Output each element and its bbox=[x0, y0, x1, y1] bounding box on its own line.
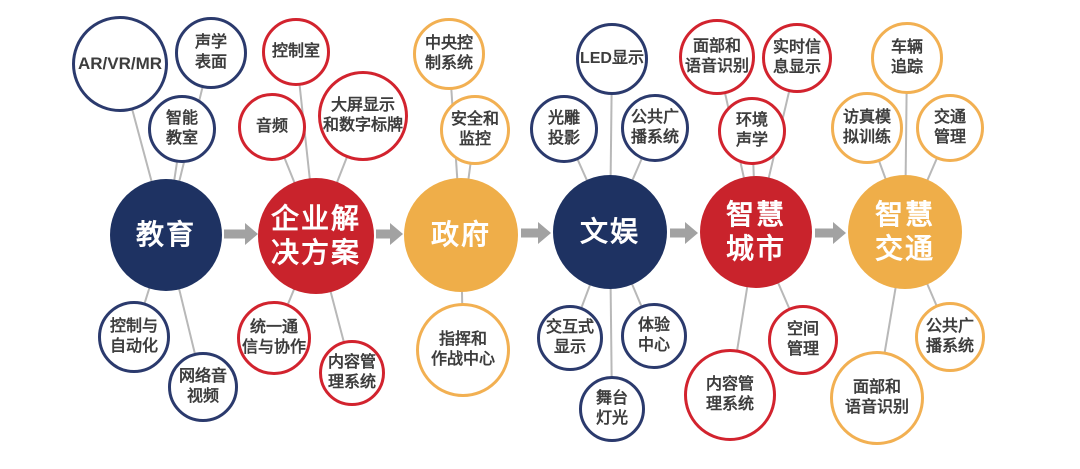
hub-label: 智慧 城市 bbox=[725, 198, 786, 264]
satellite-label: 交互式 显示 bbox=[545, 319, 594, 356]
satellite-networked-av: 网络音 视频 bbox=[168, 352, 238, 422]
satellite-label: 公共广 播系统 bbox=[630, 109, 679, 146]
hub-label: 政府 bbox=[430, 218, 491, 250]
satellite-led-display: LED显示 bbox=[576, 23, 648, 95]
satellite-label: 公共广 播系统 bbox=[925, 318, 974, 355]
satellite-label: 交通 管理 bbox=[933, 109, 966, 146]
hub-education: 教育 bbox=[110, 179, 222, 291]
hub-smart-transportation: 智慧 交通 bbox=[848, 175, 962, 289]
satellite-label: 面部和 语音识别 bbox=[844, 379, 909, 416]
satellite-label: 访真模 拟训练 bbox=[842, 109, 891, 146]
satellite-label: 舞台 灯光 bbox=[595, 390, 628, 427]
satellite-label: 光雕 投影 bbox=[547, 110, 580, 147]
satellite-space-management: 空间 管理 bbox=[768, 305, 838, 375]
satellite-label: 控制室 bbox=[271, 43, 320, 61]
satellite-projection-mapping: 光雕 投影 bbox=[530, 95, 598, 163]
satellite-label: 车辆 追踪 bbox=[890, 39, 923, 76]
flow-arrow bbox=[815, 222, 846, 244]
satellite-label: 声学 表面 bbox=[194, 34, 227, 71]
satellite-experience-center: 体验 中心 bbox=[621, 303, 687, 369]
hub-government: 政府 bbox=[404, 178, 518, 292]
satellite-label: 体验 中心 bbox=[637, 317, 670, 354]
satellite-public-address-2: 公共广 播系统 bbox=[915, 302, 985, 372]
satellite-label: 内容管 理系统 bbox=[705, 376, 754, 413]
satellite-large-display-signage: 大屏显示 和数字标牌 bbox=[318, 71, 408, 161]
flow-arrow bbox=[670, 222, 698, 244]
hub-entertainment: 文娱 bbox=[553, 175, 667, 289]
satellite-environmental-acoustics: 环境 声学 bbox=[718, 97, 786, 165]
satellite-realtime-info-display: 实时信 息显示 bbox=[762, 23, 832, 93]
satellite-label: 安全和 监控 bbox=[450, 111, 499, 148]
satellite-label: 空间 管理 bbox=[786, 321, 819, 358]
satellite-label: 智能 教室 bbox=[165, 110, 198, 147]
satellite-label: 网络音 视频 bbox=[178, 368, 227, 405]
satellite-label: 内容管 理系统 bbox=[327, 354, 376, 391]
satellite-face-voice-recognition: 面部和 语音识别 bbox=[679, 19, 755, 95]
satellite-central-control: 中央控 制系统 bbox=[413, 18, 485, 90]
flow-arrow bbox=[376, 223, 403, 245]
satellite-label: AR/VR/MR bbox=[77, 53, 163, 73]
satellite-label: 统一通 信与协作 bbox=[241, 319, 306, 356]
hub-label: 文娱 bbox=[579, 215, 640, 247]
hub-label: 企业解 决方案 bbox=[270, 202, 361, 268]
satellite-vehicle-tracking: 车辆 追踪 bbox=[871, 22, 943, 94]
satellite-control-automation: 控制与 自动化 bbox=[98, 301, 170, 373]
hub-label: 教育 bbox=[135, 218, 196, 250]
flow-arrow bbox=[224, 223, 258, 245]
satellite-content-management-2: 内容管 理系统 bbox=[684, 349, 776, 441]
satellite-label: 实时信 息显示 bbox=[772, 39, 821, 76]
satellite-label: 中央控 制系统 bbox=[424, 35, 473, 72]
satellite-label: 面部和 语音识别 bbox=[684, 38, 749, 75]
satellite-command-center: 指挥和 作战中心 bbox=[416, 303, 510, 397]
satellite-label: 指挥和 作战中心 bbox=[430, 331, 495, 368]
flow-arrows bbox=[224, 222, 846, 245]
satellite-audio: 音频 bbox=[238, 93, 306, 161]
satellite-simulation-training: 访真模 拟训练 bbox=[831, 92, 903, 164]
hub-smart-city: 智慧 城市 bbox=[700, 176, 812, 288]
satellite-interactive-display: 交互式 显示 bbox=[537, 305, 603, 371]
satellite-control-room: 控制室 bbox=[262, 18, 330, 86]
satellite-label: 音频 bbox=[255, 118, 288, 136]
satellite-smart-classroom: 智能 教室 bbox=[148, 95, 216, 163]
satellite-label: LED显示 bbox=[579, 50, 644, 68]
hub-enterprise-solutions: 企业解 决方案 bbox=[258, 178, 374, 294]
satellite-label: 大屏显示 和数字标牌 bbox=[322, 97, 403, 134]
hub-label: 智慧 交通 bbox=[874, 198, 935, 264]
satellite-unified-communication: 统一通 信与协作 bbox=[237, 301, 311, 375]
satellite-traffic-management: 交通 管理 bbox=[916, 94, 984, 162]
satellite-acoustic-surface: 声学 表面 bbox=[175, 17, 247, 89]
satellite-stage-lighting: 舞台 灯光 bbox=[579, 376, 645, 442]
flow-arrow bbox=[521, 222, 551, 244]
satellite-public-address: 公共广 播系统 bbox=[621, 94, 689, 162]
satellite-label: 控制与 自动化 bbox=[109, 318, 158, 355]
satellite-ar-vr-mr: AR/VR/MR bbox=[72, 16, 168, 112]
satellite-label: 环境 声学 bbox=[735, 112, 768, 149]
satellite-security-surveillance: 安全和 监控 bbox=[440, 95, 510, 165]
satellite-content-management: 内容管 理系统 bbox=[319, 340, 385, 406]
satellite-face-voice-recognition-2: 面部和 语音识别 bbox=[830, 351, 924, 445]
